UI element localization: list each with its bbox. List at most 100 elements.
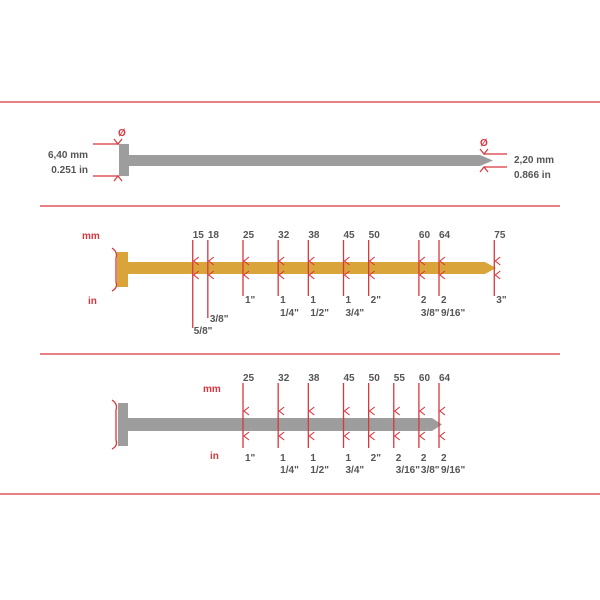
tick-arrow [243, 406, 250, 416]
tick-arrow [368, 256, 375, 266]
length-in-fraction: 9/16" [441, 308, 465, 319]
length-mm-label: 25 [243, 373, 255, 384]
length-in-fraction: 5/8" [194, 326, 213, 337]
tick-arrow [343, 406, 350, 416]
tick-arrow [278, 256, 285, 266]
length-in-label: 1 [346, 295, 352, 306]
length-in-label: 3" [496, 295, 507, 306]
length-mm-label: 38 [308, 373, 320, 384]
tick-arrow [308, 406, 315, 416]
tick-arrow [207, 256, 215, 266]
head-diameter-mm: 6,40 mm [48, 150, 88, 161]
length-mm-label: 64 [439, 373, 451, 384]
length-in-label: 1 [280, 295, 286, 306]
nail-head [117, 252, 128, 287]
length-mm-label: 75 [494, 230, 506, 241]
tick-arrow [419, 431, 426, 441]
length-in-label: 1 [310, 295, 316, 306]
length-in-fraction: 3/4" [346, 308, 365, 319]
tick-arrow [278, 270, 285, 280]
tick-arrow [439, 406, 446, 416]
tick-arrow [343, 256, 350, 266]
shank-diameter-mm: 2,20 mm [514, 155, 554, 166]
tick-arrow [343, 270, 350, 280]
tick-arrow [393, 406, 401, 416]
head-diameter-in: 0.251 in [51, 165, 88, 176]
length-mm-label: 50 [369, 230, 381, 241]
tick-arrow [243, 431, 250, 441]
gray-nail-lengths: mm in 251"3211/4"3811/2"4513/4"502"5523/… [111, 373, 465, 476]
length-in-label: 2" [371, 453, 382, 464]
length-mm-label: 45 [344, 373, 356, 384]
mm-label: mm [82, 231, 100, 242]
tick-arrow [494, 270, 501, 280]
length-mm-label: 45 [344, 230, 356, 241]
diameter-symbol: Ø [118, 128, 126, 139]
tick-arrow [278, 406, 285, 416]
length-mm-label: 64 [439, 230, 451, 241]
length-mm-label: 55 [394, 373, 406, 384]
length-in-fraction: 3/4" [346, 465, 365, 476]
length-in-label: 3/8" [210, 314, 229, 325]
length-in-fraction: 9/16" [441, 465, 465, 476]
nail-shank [128, 262, 496, 274]
tick-arrow [207, 270, 215, 280]
length-in-label: 1 [280, 453, 286, 464]
tick-arrow [308, 431, 315, 441]
tick-arrow [419, 406, 426, 416]
tick-arrow [368, 406, 375, 416]
diameter-symbol: Ø [480, 138, 488, 149]
in-label: in [210, 451, 219, 462]
tick-arrow [368, 270, 375, 280]
length-in-label: 2 [441, 295, 447, 306]
length-mm-label: 32 [278, 373, 290, 384]
tick-arrow [308, 256, 315, 266]
tick-arrow [343, 431, 350, 441]
tick-arrow [243, 270, 250, 280]
length-in-label: 1 [310, 453, 316, 464]
length-in-fraction: 1/4" [280, 308, 299, 319]
nail-shank [129, 155, 493, 166]
tick-arrow [278, 431, 285, 441]
length-mm-label: 15 [193, 230, 205, 241]
tick-arrow [419, 270, 426, 280]
head-bracket [111, 399, 118, 450]
length-mm-label: 18 [208, 230, 220, 241]
length-in-fraction: 1/2" [310, 308, 329, 319]
length-in-fraction: 1/4" [280, 465, 299, 476]
length-mm-label: 38 [308, 230, 320, 241]
length-in-fraction: 3/8" [421, 308, 440, 319]
length-in-label: 2 [421, 453, 427, 464]
tick-arrow [494, 256, 501, 266]
nail-head [119, 144, 129, 176]
length-mm-label: 32 [278, 230, 290, 241]
length-mm-label: 25 [243, 230, 255, 241]
tick-arrow [439, 270, 446, 280]
nail-head [118, 403, 128, 446]
length-in-label: 1 [346, 453, 352, 464]
tick-arrow [368, 431, 375, 441]
tick-arrow [308, 270, 315, 280]
length-in-fraction: 1/2" [310, 465, 329, 476]
diameter-nail: Ø Ø 6,40 mm 0.251 in 2,20 mm 0.866 in [48, 128, 554, 182]
tick-arrow [192, 256, 200, 266]
tick-arrow [439, 431, 446, 441]
tick-arrow [439, 256, 446, 266]
length-in-label: 2 [396, 453, 402, 464]
tick-arrow [419, 256, 426, 266]
length-mm-label: 60 [419, 230, 431, 241]
gold-nail-lengths: mm in 15 5/8" 18 3/8" 25 1" 32 1 1/4" 38 1 1/2" 45 1 3… [82, 230, 507, 337]
length-in-label: 1" [245, 453, 256, 464]
nail-shank [128, 418, 442, 431]
length-in-fraction: 3/16" [396, 465, 420, 476]
length-mm-label: 60 [419, 373, 431, 384]
shank-diameter-in: 0.866 in [514, 170, 551, 181]
length-in-label: 1" [245, 295, 256, 306]
length-in-label: 2 [441, 453, 447, 464]
in-label: in [88, 296, 97, 307]
tick-arrow [192, 270, 200, 280]
tick-arrow [393, 431, 401, 441]
length-in-label: 2" [371, 295, 382, 306]
length-mm-label: 50 [369, 373, 381, 384]
